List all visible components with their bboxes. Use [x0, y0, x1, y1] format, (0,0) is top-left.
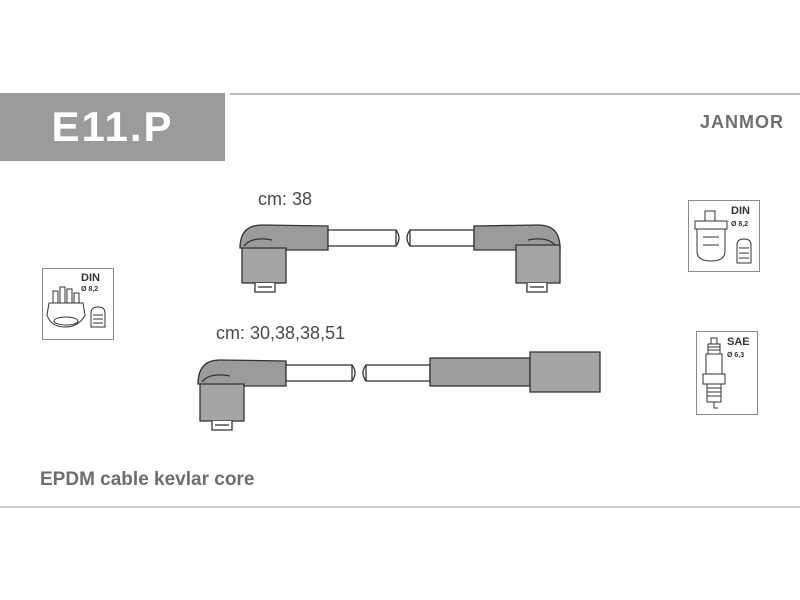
din-label-left: DIN: [81, 272, 100, 284]
ignition-coil-panel: DIN Ø 8,2: [688, 200, 760, 272]
cable-1: [239, 224, 561, 293]
cable-1-left-boot: [239, 224, 329, 293]
distributor-cap-icon: [46, 286, 106, 328]
top-divider: [230, 93, 800, 95]
distributor-cap-panel: DIN Ø 8,2: [42, 268, 114, 340]
bottom-divider: [0, 506, 800, 508]
ignition-coil-icon: [694, 210, 752, 264]
spark-plug-icon: [702, 337, 726, 409]
brand-name: JANMOR: [699, 112, 784, 132]
sae-label: SAE: [727, 336, 750, 348]
spark-plug-panel: SAE Ø 6,3: [696, 331, 758, 415]
din-label-right: DIN: [731, 205, 750, 217]
cable-2: [197, 351, 601, 431]
material-description: EPDM cable kevlar core: [40, 469, 255, 490]
diameter-label-plug: Ø 6,3: [727, 352, 745, 359]
cable-2-left-boot: [197, 359, 287, 431]
product-code-box: E11.P: [0, 93, 225, 161]
diameter-label-right: Ø 8,2: [731, 221, 749, 228]
cable-1-right-boot: [473, 224, 561, 293]
diameter-label-left: Ø 8,2: [81, 286, 99, 293]
cable-length-label-2: cm: 30,38,38,51: [216, 323, 346, 343]
product-code: E11.P: [51, 103, 174, 150]
cable-length-label-1: cm: 38: [258, 189, 313, 209]
